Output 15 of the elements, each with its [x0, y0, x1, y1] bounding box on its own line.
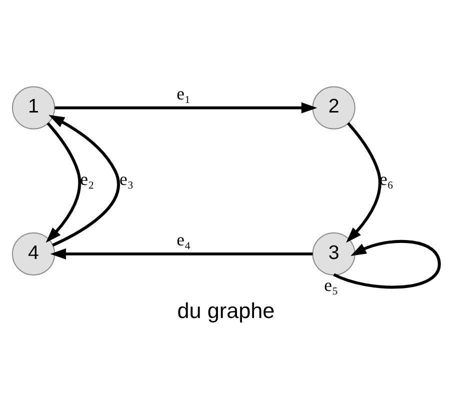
node-circle: 1 [12, 86, 56, 130]
node-circle: 3 [312, 232, 356, 276]
edge-label: e₂ [80, 169, 94, 190]
node-circle: 2 [312, 86, 356, 130]
arrow [54, 102, 318, 114]
caption: du graphe [177, 298, 275, 323]
arrow [50, 248, 313, 260]
arrow [346, 122, 382, 243]
edge-label: e₅ [324, 275, 338, 296]
edge-label: e₃ [120, 169, 134, 190]
arrow [46, 122, 82, 243]
edge-label: e₄ [176, 229, 191, 250]
node-circle: 4 [12, 232, 56, 276]
edge-label: e₁ [176, 83, 191, 104]
arrow [48, 114, 120, 247]
